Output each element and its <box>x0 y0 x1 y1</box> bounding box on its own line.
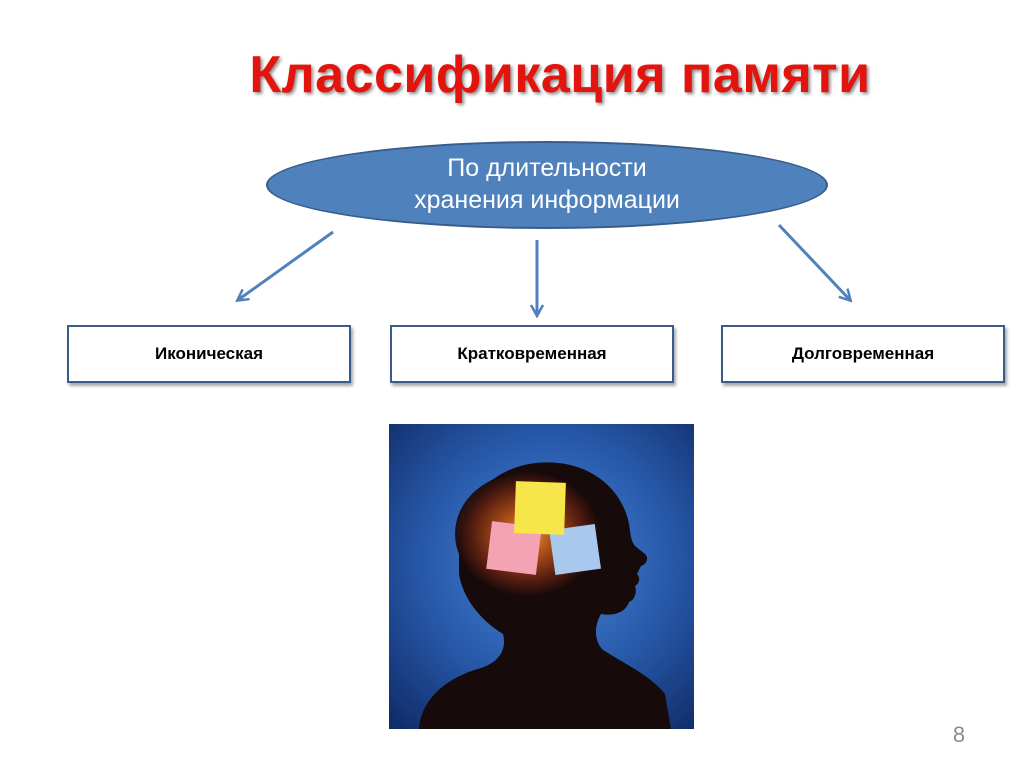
root-node-line-2: хранения информации <box>414 186 680 214</box>
head-silhouette-with-sticky-notes-icon <box>389 424 694 729</box>
category-box-short-term: Кратковременная <box>390 325 674 383</box>
page-number: 8 <box>952 722 966 747</box>
category-box-long-term: Долговременная <box>721 325 1005 383</box>
sticky-note-blue <box>549 524 601 575</box>
arrow-right <box>777 223 850 300</box>
sticky-note-yellow <box>514 481 566 535</box>
arrow-left <box>238 230 334 300</box>
root-node-ellipse: По длительности хранения информации <box>266 141 828 229</box>
slide-title: Классификация памяти <box>249 46 871 104</box>
root-node-line-1: По длительности <box>447 154 647 182</box>
sticky-note-pink <box>486 521 542 575</box>
category-box-iconic: Иконическая <box>67 325 351 383</box>
